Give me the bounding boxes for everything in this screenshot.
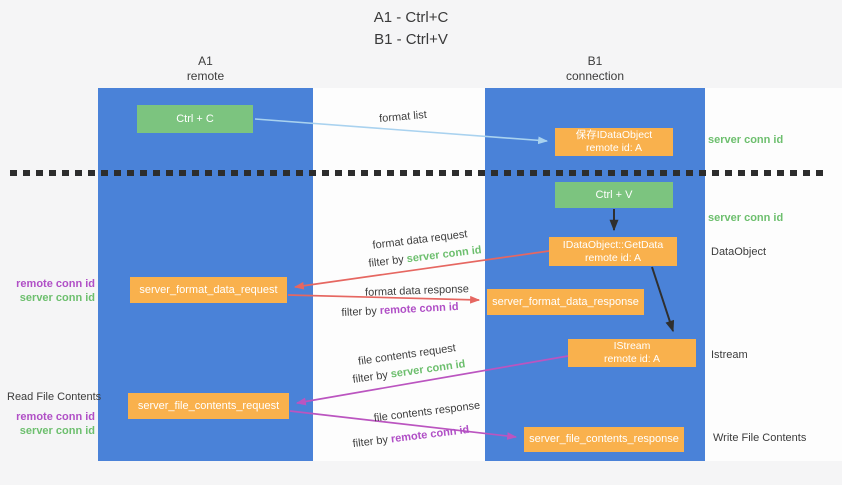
annotation-server-conn-id-top: server conn id	[708, 134, 784, 146]
node-server-format-data-request: server_format_data_request	[130, 277, 287, 303]
node-istream: IStream remote id: A	[568, 339, 696, 367]
diagram-title: A1 - Ctrl+C B1 - Ctrl+V	[311, 7, 511, 51]
lifeline-a-name: A1	[198, 54, 213, 68]
node-server-file-contents-request: server_file_contents_request	[128, 393, 289, 419]
annotation-remote-conn-id-2: remote conn id	[16, 411, 95, 423]
lifeline-a-role: remote	[186, 69, 225, 83]
node-getdata-subtitle: remote id: A	[584, 251, 642, 264]
node-file-request-label: server_file_contents_request	[137, 399, 280, 412]
lifeline-b-name: B1	[587, 54, 603, 68]
lifeline-b-role: connection	[565, 69, 625, 83]
node-istream-subtitle: remote id: A	[603, 353, 661, 365]
annotation-remote-conn-id-1: remote conn id	[16, 278, 95, 290]
node-save-dataobject: 保存IDataObject remote id: A	[555, 128, 673, 156]
annotation-dataobject: DataObject	[711, 246, 767, 258]
node-ctrl-v-label: Ctrl + V	[595, 188, 633, 201]
lifeline-a-header: A1 remote	[98, 54, 313, 84]
annotation-server-conn-id-2: server conn id	[19, 425, 95, 437]
title-line-2: B1 - Ctrl+V	[374, 31, 448, 48]
annotation-write-file-contents: Write File Contents	[713, 432, 807, 444]
node-format-request-label: server_format_data_request	[139, 283, 278, 296]
node-ctrl-c: Ctrl + C	[137, 105, 253, 133]
annotation-read-file-contents: Read File Contents	[7, 391, 102, 403]
title-line-1: A1 - Ctrl+C	[373, 9, 449, 26]
node-idataobject-getdata: IDataObject::GetData remote id: A	[549, 237, 677, 266]
node-server-format-data-response: server_format_data_response	[487, 289, 644, 315]
annotation-server-conn-id-mid: server conn id	[708, 212, 784, 224]
node-save-dataobject-subtitle: remote id: A	[585, 142, 643, 154]
annotation-server-conn-id-1: server conn id	[19, 292, 95, 304]
node-ctrl-c-label: Ctrl + C	[176, 112, 214, 125]
node-getdata-title: IDataObject::GetData	[562, 238, 664, 251]
node-save-dataobject-title: 保存IDataObject	[575, 129, 653, 141]
node-ctrl-v: Ctrl + V	[555, 182, 673, 208]
section-divider-dotted-line	[10, 170, 824, 176]
node-server-file-contents-response: server_file_contents_response	[524, 427, 684, 452]
node-file-response-label: server_file_contents_response	[529, 433, 679, 445]
node-istream-title: IStream	[613, 340, 651, 352]
filter-by-text: filter by	[341, 305, 378, 320]
annotation-istream: Istream	[711, 349, 748, 361]
lifeline-b-header: B1 connection	[485, 54, 705, 84]
node-format-response-label: server_format_data_response	[492, 295, 639, 308]
